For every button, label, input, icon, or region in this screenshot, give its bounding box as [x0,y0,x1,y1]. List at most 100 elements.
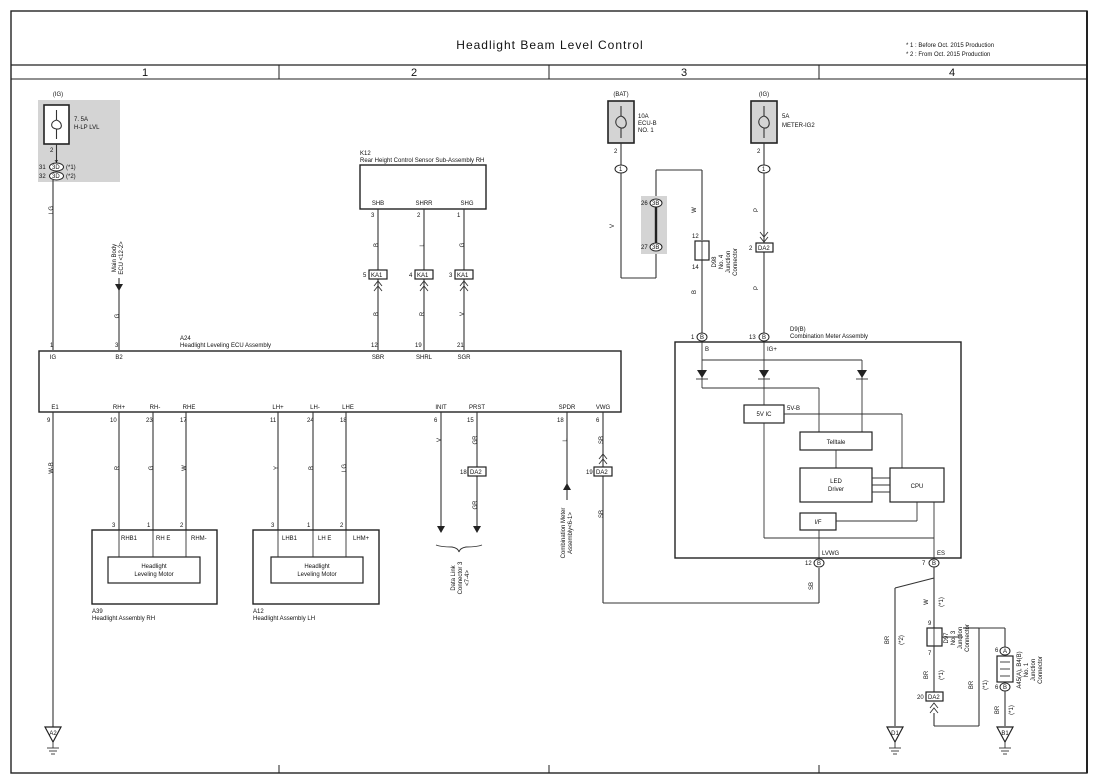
svg-text:RH-: RH- [150,405,161,411]
svg-text:VWG: VWG [596,405,611,411]
svg-text:6: 6 [995,685,999,691]
svg-text:B1: B1 [1001,731,1009,737]
svg-text:11: 11 [270,418,277,424]
svg-text:Y: Y [274,466,280,470]
svg-text:23: 23 [146,418,153,424]
svg-text:SB: SB [599,510,605,518]
ground-a2-icon: A2 [44,726,62,755]
svg-text:Combination Meter: Combination Meter [561,508,567,559]
svg-text:Leveling Motor: Leveling Motor [134,572,173,578]
svg-text:Telltale: Telltale [827,440,846,446]
svg-text:Combination Meter Assembly: Combination Meter Assembly [790,334,868,340]
svg-text:<7-4>: <7-4> [465,570,471,586]
svg-text:5V-B: 5V-B [787,406,800,412]
svg-text:7: 7 [928,651,932,657]
svg-text:Data Link: Data Link [451,564,457,590]
svg-text:5A: 5A [782,114,789,120]
svg-text:D1: D1 [891,731,899,737]
svg-text:10A: 10A [638,114,649,120]
svg-text:5: 5 [363,273,367,279]
svg-text:Driver: Driver [828,487,844,493]
svg-text:LVWG: LVWG [822,551,840,557]
svg-text:13: 13 [749,335,756,341]
svg-text:24: 24 [307,418,314,424]
svg-text:Rear Height Control Sensor Sub: Rear Height Control Sensor Sub-Assembly … [360,158,484,164]
svg-text:D9(B): D9(B) [790,327,806,333]
svg-text:G: G [460,242,466,247]
svg-text:3: 3 [271,523,275,529]
svg-text:3: 3 [112,523,116,529]
svg-text:4: 4 [409,273,413,279]
svg-text:V: V [437,438,443,442]
svg-text:9: 9 [928,621,932,627]
svg-text:20: 20 [917,695,924,701]
note-2: * 2 : From Oct. 2015 Production [906,52,990,58]
svg-text:KA1: KA1 [457,273,469,279]
svg-text:RHE: RHE [183,405,196,411]
svg-text:A: A [1003,649,1007,655]
svg-text:W-B: W-B [49,462,55,474]
svg-text:NO. 1: NO. 1 [638,128,654,134]
svg-text:DA2: DA2 [758,246,770,252]
svg-text:2: 2 [749,246,753,252]
svg-text:Junction: Junction [726,251,732,273]
svg-text:1: 1 [762,167,766,173]
svg-text:3B: 3B [652,245,659,251]
svg-text:Connector: Connector [965,624,971,652]
svg-text:12: 12 [805,561,812,567]
svg-text:2: 2 [417,213,421,219]
svg-text:Headlight Leveling ECU Assembl: Headlight Leveling ECU Assembly [180,343,271,349]
svg-text:7. 5A: 7. 5A [74,117,88,123]
svg-text:PRST: PRST [469,405,485,411]
svg-text:LHE: LHE [342,405,354,411]
svg-text:LH E: LH E [318,536,331,542]
svg-text:3: 3 [449,273,453,279]
fuse-ecu-b: (BAT) 10A ECU-B NO. 1 2 1 V 3B 3B 26 27 … [607,92,739,334]
k12-sensor: K12 Rear Height Control Sensor Sub-Assem… [359,151,487,210]
svg-text:LHM+: LHM+ [353,536,370,542]
svg-text:5V IC: 5V IC [756,412,772,418]
wire-lg: LG [49,206,55,214]
svg-text:1: 1 [619,167,623,173]
svg-text:3B: 3B [652,201,659,207]
svg-text:6: 6 [596,418,600,424]
svg-text:A39: A39 [92,609,103,615]
svg-text:6: 6 [434,418,438,424]
svg-text:RHM-: RHM- [191,536,207,542]
svg-text:SHRL: SHRL [416,355,433,361]
svg-text:6: 6 [995,648,999,654]
svg-text:18: 18 [460,470,467,476]
svg-text:L: L [563,438,569,442]
svg-text:Connector: Connector [733,248,739,276]
svg-text:3D: 3D [52,174,60,180]
svg-text:(*1): (*1) [939,597,945,607]
svg-text:Main Body: Main Body [112,244,118,272]
ground-b1-icon: B1 [996,726,1014,755]
svg-text:R: R [115,465,121,470]
svg-text:3D: 3D [52,165,60,171]
svg-text:LH-: LH- [310,405,320,411]
svg-text:B: B [700,335,704,341]
svg-text:SBR: SBR [372,355,385,361]
svg-text:26: 26 [641,201,648,207]
svg-text:SGR: SGR [457,355,471,361]
svg-text:E1: E1 [51,405,59,411]
svg-text:3: 3 [371,213,375,219]
svg-text:GR: GR [473,435,479,445]
svg-text:A2: A2 [49,731,57,737]
svg-text:21: 21 [457,343,464,349]
svg-text:RH+: RH+ [113,405,126,411]
svg-text:ECU-B: ECU-B [638,121,657,127]
note-1: * 1 : Before Oct. 2015 Production [906,43,994,49]
a24-ecu: A24 Headlight Leveling ECU Assembly 1 3 … [38,336,622,424]
svg-text:No. 3: No. 3 [951,630,957,645]
svg-text:KA1: KA1 [417,273,429,279]
svg-text:No. 1: No. 1 [1024,662,1030,677]
svg-text:7: 7 [922,561,926,567]
svg-text:12: 12 [371,343,378,349]
svg-text:A24: A24 [180,336,191,342]
svg-text:LG: LG [342,464,348,472]
svg-text:G: G [149,465,155,470]
svg-text:A45(A), B4(B): A45(A), B4(B) [1017,651,1023,688]
a12-headlight-lh: Headlight Leveling Motor LHB1 LH E LHM+ … [252,523,380,622]
